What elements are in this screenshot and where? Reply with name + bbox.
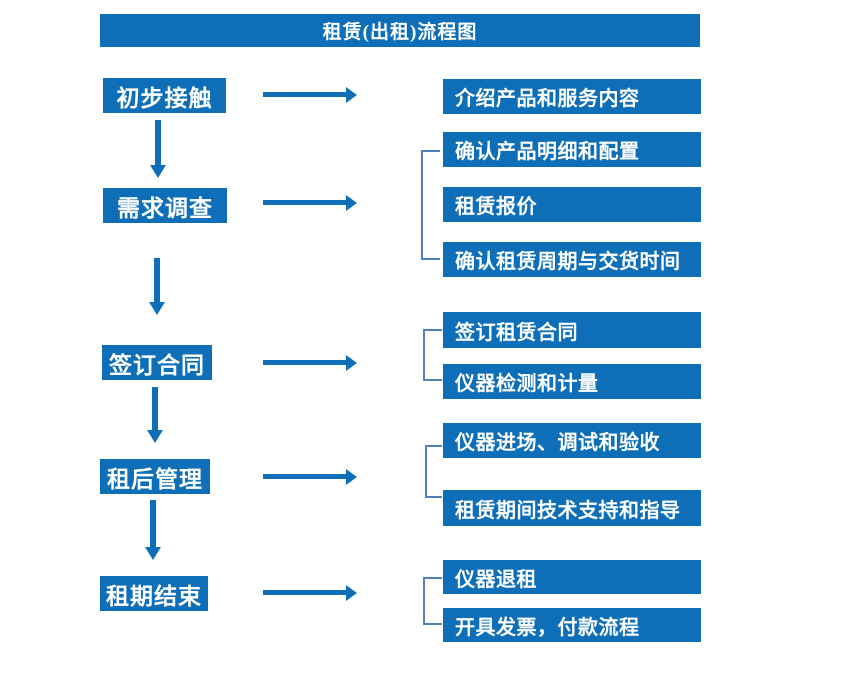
arrow-down-icon — [152, 387, 158, 430]
arrow-down-icon — [155, 120, 161, 165]
bracket-connector — [423, 329, 442, 381]
bracket-connector — [425, 445, 442, 498]
arrow-right-icon — [263, 200, 346, 205]
stage-box-initial-contact: 初步接触 — [103, 78, 226, 113]
arrow-right-icon — [263, 590, 346, 595]
stage-box-post-rental-management: 租后管理 — [100, 459, 210, 494]
stage-box-lease-end: 租期结束 — [100, 576, 208, 611]
bracket-connector — [421, 150, 440, 260]
stage-box-sign-contract: 签订合同 — [102, 345, 212, 380]
arrow-right-icon — [263, 360, 346, 365]
bracket-connector — [423, 577, 442, 625]
detail-box-sign-rental-contract: 签订租赁合同 — [443, 312, 701, 348]
arrow-right-icon — [263, 474, 346, 479]
detail-box-confirm-product-details: 确认产品明细和配置 — [443, 132, 701, 167]
stage-box-demand-survey: 需求调查 — [103, 188, 227, 223]
detail-box-rental-quote: 租赁报价 — [443, 187, 701, 222]
arrow-down-icon — [150, 500, 156, 547]
diagram-title: 租赁(出租)流程图 — [100, 14, 700, 47]
detail-box-introduce-products-services: 介绍产品和服务内容 — [443, 79, 701, 114]
detail-box-invoice-payment: 开具发票，付款流程 — [443, 608, 701, 642]
arrow-down-icon — [154, 258, 160, 302]
detail-box-confirm-period-delivery: 确认租赁周期与交货时间 — [443, 242, 701, 277]
detail-box-instrument-inspection: 仪器检测和计量 — [443, 364, 701, 399]
detail-box-instrument-return: 仪器退租 — [443, 560, 701, 594]
arrow-right-icon — [263, 92, 346, 97]
detail-box-technical-support: 租赁期间技术支持和指导 — [443, 490, 701, 526]
detail-box-instrument-setup-acceptance: 仪器进场、调试和验收 — [443, 423, 701, 458]
